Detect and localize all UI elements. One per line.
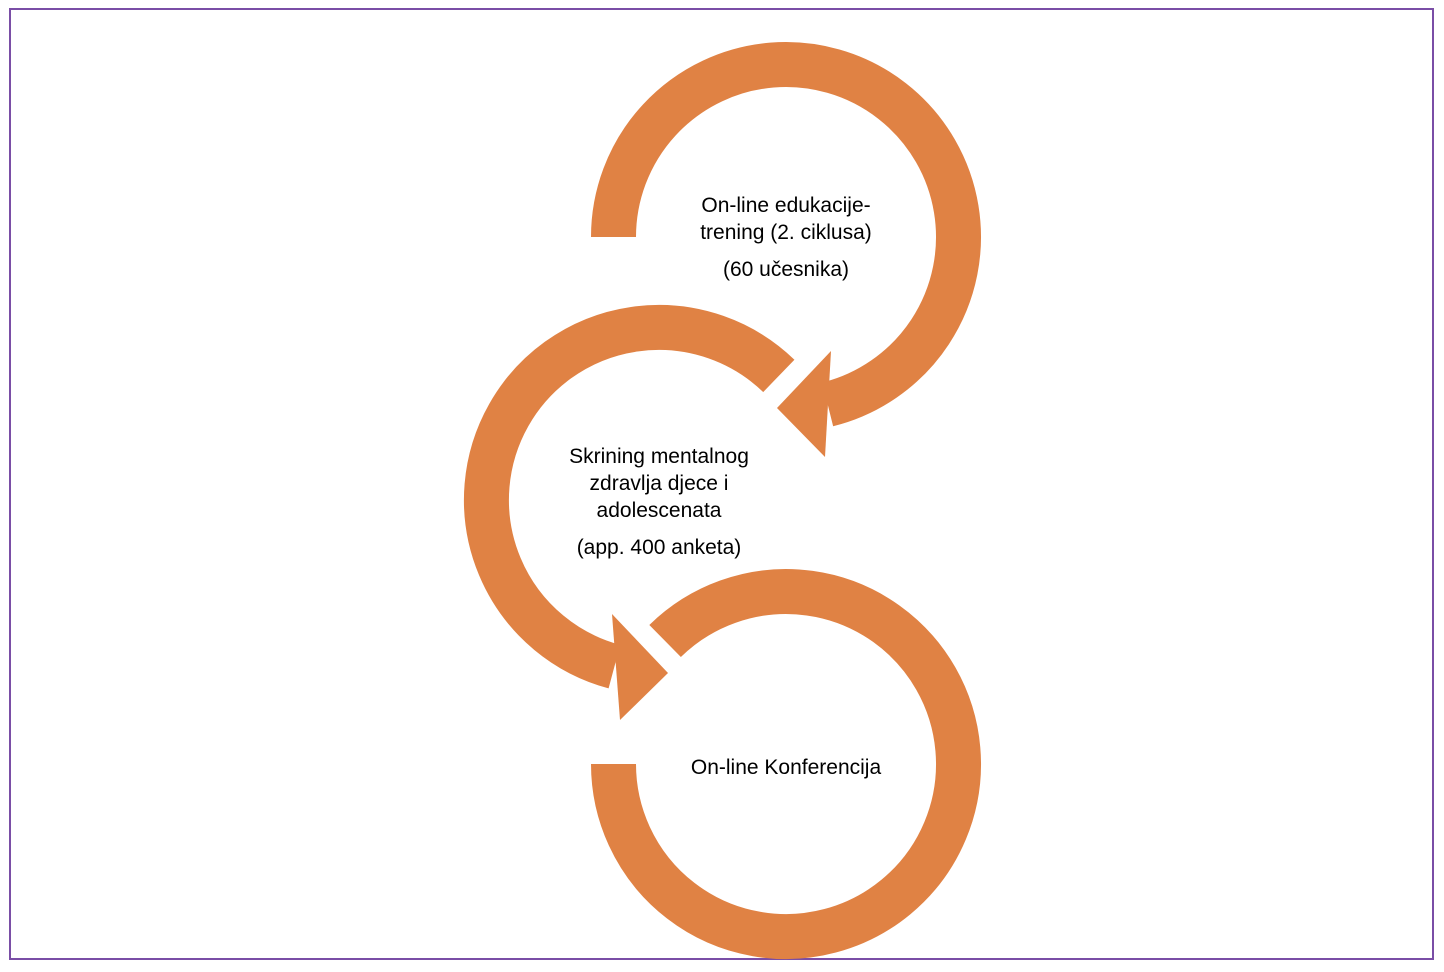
circular-arrow-2 xyxy=(463,304,795,689)
step-2-note: (app. 400 anketa) xyxy=(576,536,742,559)
step-2-title-line3: adolescenata xyxy=(596,499,722,522)
step-3-title-line1: On-line Konferencija xyxy=(690,756,882,779)
step-3-label: On-line Konferencija xyxy=(691,754,881,781)
circular-arrow-3 xyxy=(591,569,981,960)
arrowhead-1 xyxy=(777,351,831,457)
arrowhead-2 xyxy=(612,614,668,720)
step-1-title-line1: On-line edukacije- xyxy=(701,194,871,217)
step-1-title-line2: trening (2. ciklusa) xyxy=(700,221,872,244)
circular-arrow-1 xyxy=(591,42,981,427)
step-1-label: On-line edukacije- trening (2. ciklusa) … xyxy=(700,192,872,283)
step-2-title-line1: Skrining mentalnog xyxy=(569,445,749,468)
step-2-title-line2: zdravlja djece i xyxy=(589,472,729,495)
step-2-label: Skrining mentalnog zdravlja djece i adol… xyxy=(569,443,749,561)
diagram-border xyxy=(9,8,1434,960)
step-1-note: (60 učesnika) xyxy=(722,258,850,281)
